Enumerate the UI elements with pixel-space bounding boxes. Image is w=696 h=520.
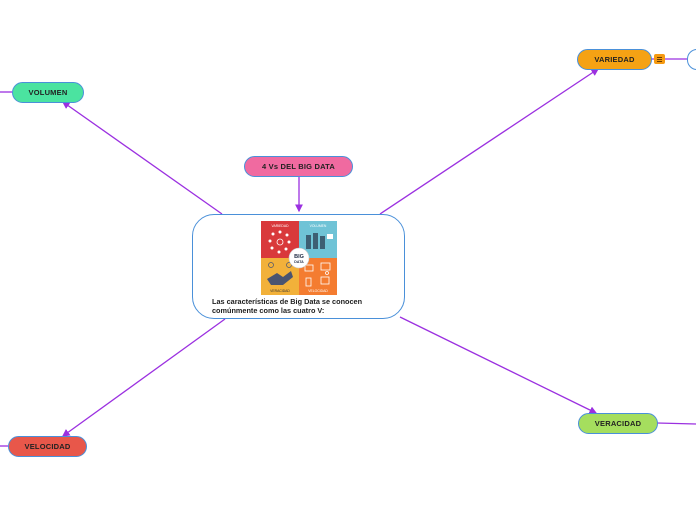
infographic-label-veracidad: VERACIDAD bbox=[270, 289, 290, 293]
branch-node-variedad[interactable]: VARIEDAD bbox=[577, 49, 652, 70]
edge-to-variedad bbox=[380, 69, 598, 214]
edge-veracidad-out bbox=[657, 423, 696, 424]
infographic-label-variedad: VARIEDAD bbox=[271, 224, 289, 228]
infographic-label-velocidad: VELOCIDAD bbox=[308, 289, 328, 293]
central-description-node[interactable]: VARIEDAD VOLUMEN VERACIDAD VELOCIDAD bbox=[192, 214, 405, 319]
branch-node-volumen[interactable]: VOLUMEN bbox=[12, 82, 84, 103]
root-topic-label: 4 Vs DEL BIG DATA bbox=[262, 162, 335, 171]
central-description-text: Las características de Big Data se conoc… bbox=[212, 298, 397, 315]
root-topic-node[interactable]: 4 Vs DEL BIG DATA bbox=[244, 156, 353, 177]
branch-node-veracidad[interactable]: VERACIDAD bbox=[578, 413, 658, 434]
infographic-badge-data: DATA bbox=[294, 260, 304, 264]
note-icon[interactable] bbox=[654, 54, 665, 64]
edge-to-veracidad bbox=[400, 317, 596, 413]
infographic-label-volumen: VOLUMEN bbox=[310, 224, 327, 228]
branch-label-velocidad: VELOCIDAD bbox=[25, 442, 71, 451]
big-data-infographic: VARIEDAD VOLUMEN VERACIDAD VELOCIDAD bbox=[261, 221, 337, 295]
edge-to-velocidad bbox=[63, 319, 225, 436]
branch-node-velocidad[interactable]: VELOCIDAD bbox=[8, 436, 87, 457]
branch-label-volumen: VOLUMEN bbox=[29, 88, 68, 97]
branch-label-variedad: VARIEDAD bbox=[594, 55, 634, 64]
branch-label-veracidad: VERACIDAD bbox=[595, 419, 641, 428]
edge-to-volumen bbox=[63, 102, 222, 214]
